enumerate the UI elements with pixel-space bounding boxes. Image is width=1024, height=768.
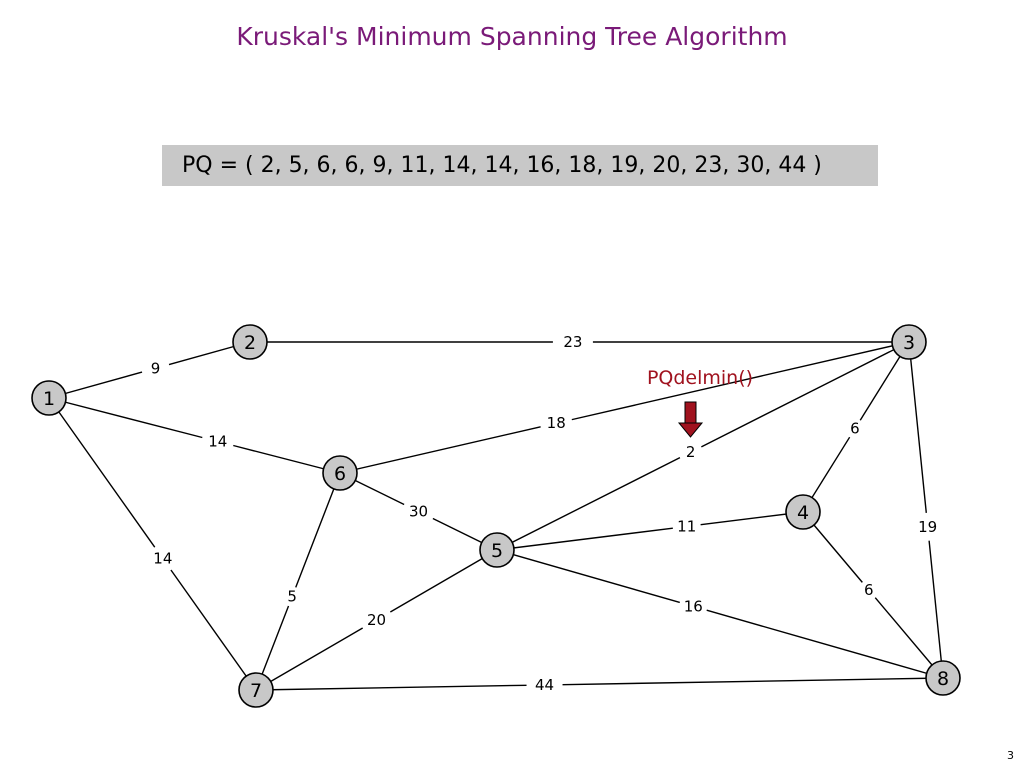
node-6: 6 <box>322 455 358 491</box>
edge-3-8 <box>928 540 944 679</box>
edge-6-7 <box>295 472 341 588</box>
edge-weight-7-5: 20 <box>367 611 386 629</box>
edge-6-3 <box>339 426 541 474</box>
edge-weight-3-8: 19 <box>918 518 937 536</box>
node-label: 8 <box>937 668 949 690</box>
node-3: 3 <box>891 324 927 360</box>
node-7: 7 <box>238 672 274 708</box>
edge-5-8 <box>706 609 944 679</box>
node-label: 2 <box>244 332 256 354</box>
edge-1-6 <box>48 397 203 439</box>
node-1: 1 <box>31 380 67 416</box>
priority-queue-box: PQ = ( 2, 5, 6, 6, 9, 11, 14, 14, 16, 18… <box>162 145 878 186</box>
edge-7-8 <box>562 677 944 686</box>
edge-6-3 <box>571 341 910 421</box>
edge-weight-4-3: 6 <box>850 420 860 438</box>
node-circle <box>238 672 274 708</box>
edge-weight-1-2: 9 <box>151 359 161 377</box>
node-label: 4 <box>797 502 809 524</box>
node-circle <box>322 455 358 491</box>
node-5: 5 <box>479 532 515 568</box>
pqdelmin-label: PQdelmin() <box>647 367 753 389</box>
slide-title: Kruskal's Minimum Spanning Tree Algorith… <box>236 22 788 51</box>
node-2: 2 <box>232 324 268 360</box>
node-label: 3 <box>903 332 915 354</box>
edge-weight-5-4: 11 <box>677 517 696 535</box>
edge-weight-6-5: 30 <box>409 503 428 521</box>
edge-7-5 <box>389 549 498 613</box>
edge-weight-5-3: 2 <box>686 443 696 461</box>
edge-weight-1-6: 14 <box>208 433 227 451</box>
node-label: 5 <box>491 540 503 562</box>
edge-1-7 <box>170 569 257 691</box>
edge-5-8 <box>496 549 680 604</box>
node-circle <box>479 532 515 568</box>
edge-weight-4-8: 6 <box>864 581 874 599</box>
edge-3-8 <box>908 341 927 513</box>
edge-weight-1-7: 14 <box>153 550 172 568</box>
page-number: 3 <box>1007 749 1014 762</box>
node-circle <box>232 324 268 360</box>
edge-5-3 <box>496 457 681 551</box>
down-arrow-icon <box>677 401 704 438</box>
edge-weight-7-8: 44 <box>535 676 554 694</box>
node-label: 6 <box>334 463 346 485</box>
edge-1-6 <box>233 444 341 474</box>
edge-7-5 <box>255 627 364 691</box>
edge-weight-6-7: 5 <box>287 588 297 606</box>
node-label: 1 <box>43 388 55 410</box>
node-circle <box>785 494 821 530</box>
node-4: 4 <box>785 494 821 530</box>
node-circle <box>925 660 961 696</box>
node-circle <box>31 380 67 416</box>
edge-5-3 <box>701 341 910 448</box>
node-circle <box>891 324 927 360</box>
edge-5-4 <box>496 527 673 551</box>
edge-1-7 <box>48 397 156 548</box>
edge-weight-2-3: 23 <box>563 333 582 351</box>
edge-weight-5-8: 16 <box>684 597 703 615</box>
pqdelmin-annotation: PQdelmin() <box>647 367 753 438</box>
edge-weight-6-3: 18 <box>547 414 566 432</box>
edge-7-8 <box>255 684 527 691</box>
node-8: 8 <box>925 660 961 696</box>
node-label: 7 <box>250 680 262 702</box>
